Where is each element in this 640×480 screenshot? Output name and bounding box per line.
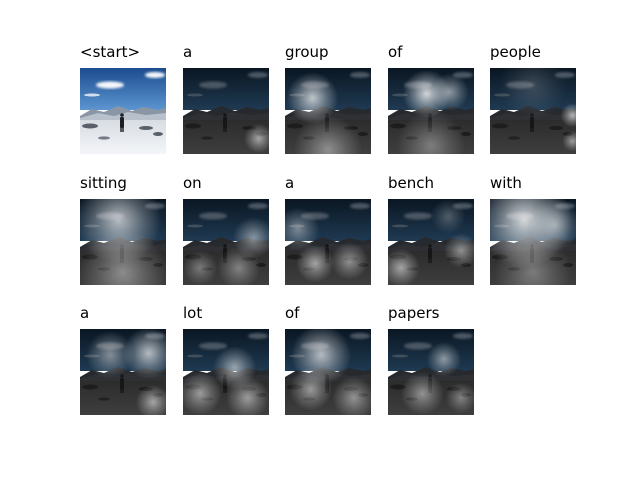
attention-map (388, 199, 474, 285)
word-label: people (490, 43, 541, 61)
scene-image (80, 68, 166, 154)
attention-map (183, 329, 269, 415)
attention-map (285, 199, 371, 285)
attention-map (285, 68, 371, 154)
attention-map (80, 199, 166, 285)
word-label: lot (183, 304, 203, 322)
word-label: sitting (80, 174, 127, 192)
attention-map (388, 329, 474, 415)
word-label: of (285, 304, 300, 322)
word-label: papers (388, 304, 440, 322)
attention-map (183, 68, 269, 154)
attention-map (285, 329, 371, 415)
word-label: a (285, 174, 295, 192)
attention-map (80, 329, 166, 415)
word-label: <start> (80, 43, 141, 61)
word-label: group (285, 43, 329, 61)
attention-map (183, 199, 269, 285)
word-label: a (183, 43, 193, 61)
attention-map (490, 199, 576, 285)
attention-map (490, 68, 576, 154)
word-label: with (490, 174, 522, 192)
word-label: a (80, 304, 90, 322)
word-label: on (183, 174, 202, 192)
word-label: of (388, 43, 403, 61)
attention-map (388, 68, 474, 154)
word-label: bench (388, 174, 435, 192)
